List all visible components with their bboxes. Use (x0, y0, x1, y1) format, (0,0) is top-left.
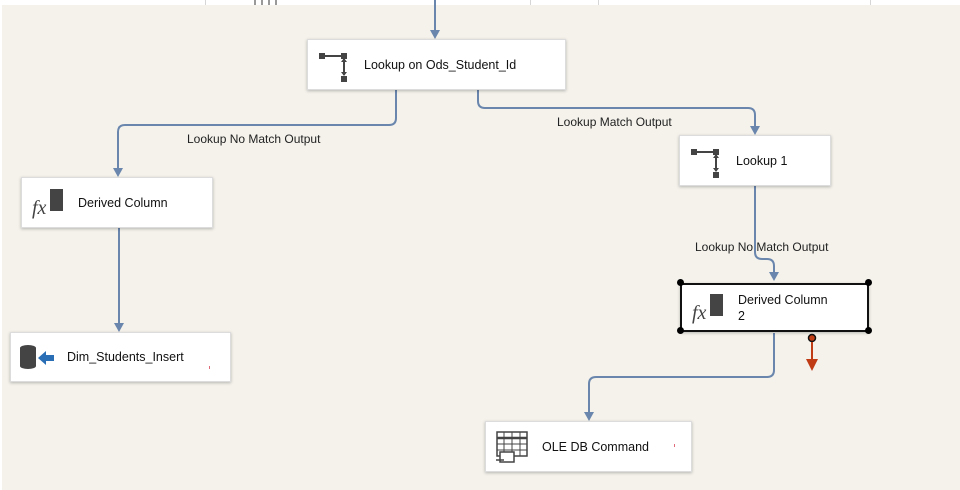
node-label-line-1: Derived Column (738, 292, 828, 307)
warning-tick (209, 366, 210, 369)
lookup-1-node[interactable]: Lookup 1 (679, 135, 831, 186)
node-label: Lookup on Ods_Student_Id (364, 57, 517, 72)
derived-column-2-node[interactable]: fx Derived Column 2 (680, 283, 869, 332)
top-strip (0, 0, 960, 5)
svg-text:fx: fx (692, 302, 707, 324)
resize-handle-bottom-left[interactable] (677, 327, 684, 334)
resize-handle-bottom-right[interactable] (865, 327, 872, 334)
top-divider (205, 0, 206, 5)
node-label: Derived Column (78, 195, 168, 210)
path-label-no-match-2: Lookup No Match Output (695, 240, 829, 254)
node-label: OLE DB Command (542, 439, 649, 454)
node-label: Dim_Students_Insert (67, 350, 184, 364)
node-label: Lookup 1 (736, 153, 788, 168)
dim-students-insert-node[interactable]: Dim_Students_Insert (10, 332, 231, 382)
ole-db-command-icon (492, 429, 532, 465)
path-label-no-match-1: Lookup No Match Output (187, 132, 321, 146)
ole-db-destination-icon (17, 339, 57, 375)
resize-handle-top-left[interactable] (677, 279, 684, 286)
fx-icon: fx (28, 185, 68, 221)
fx-icon: fx (688, 290, 728, 326)
warning-tick (674, 444, 675, 447)
node-label-line-2: 2 (738, 308, 745, 323)
top-divider (598, 0, 599, 5)
svg-text:fx: fx (32, 197, 47, 219)
node-label: Derived Column 2 (738, 292, 828, 324)
top-divider (530, 0, 531, 5)
lookup-icon (686, 143, 726, 179)
ole-db-command-node[interactable]: OLE DB Command (485, 421, 692, 472)
top-divider (870, 0, 871, 5)
lookup-icon (314, 47, 354, 83)
derived-column-node[interactable]: fx Derived Column (21, 177, 213, 228)
lookup-ods-student-id-node[interactable]: Lookup on Ods_Student_Id (307, 39, 566, 90)
resize-handle-top-right[interactable] (865, 279, 872, 286)
path-label-match: Lookup Match Output (557, 115, 672, 129)
